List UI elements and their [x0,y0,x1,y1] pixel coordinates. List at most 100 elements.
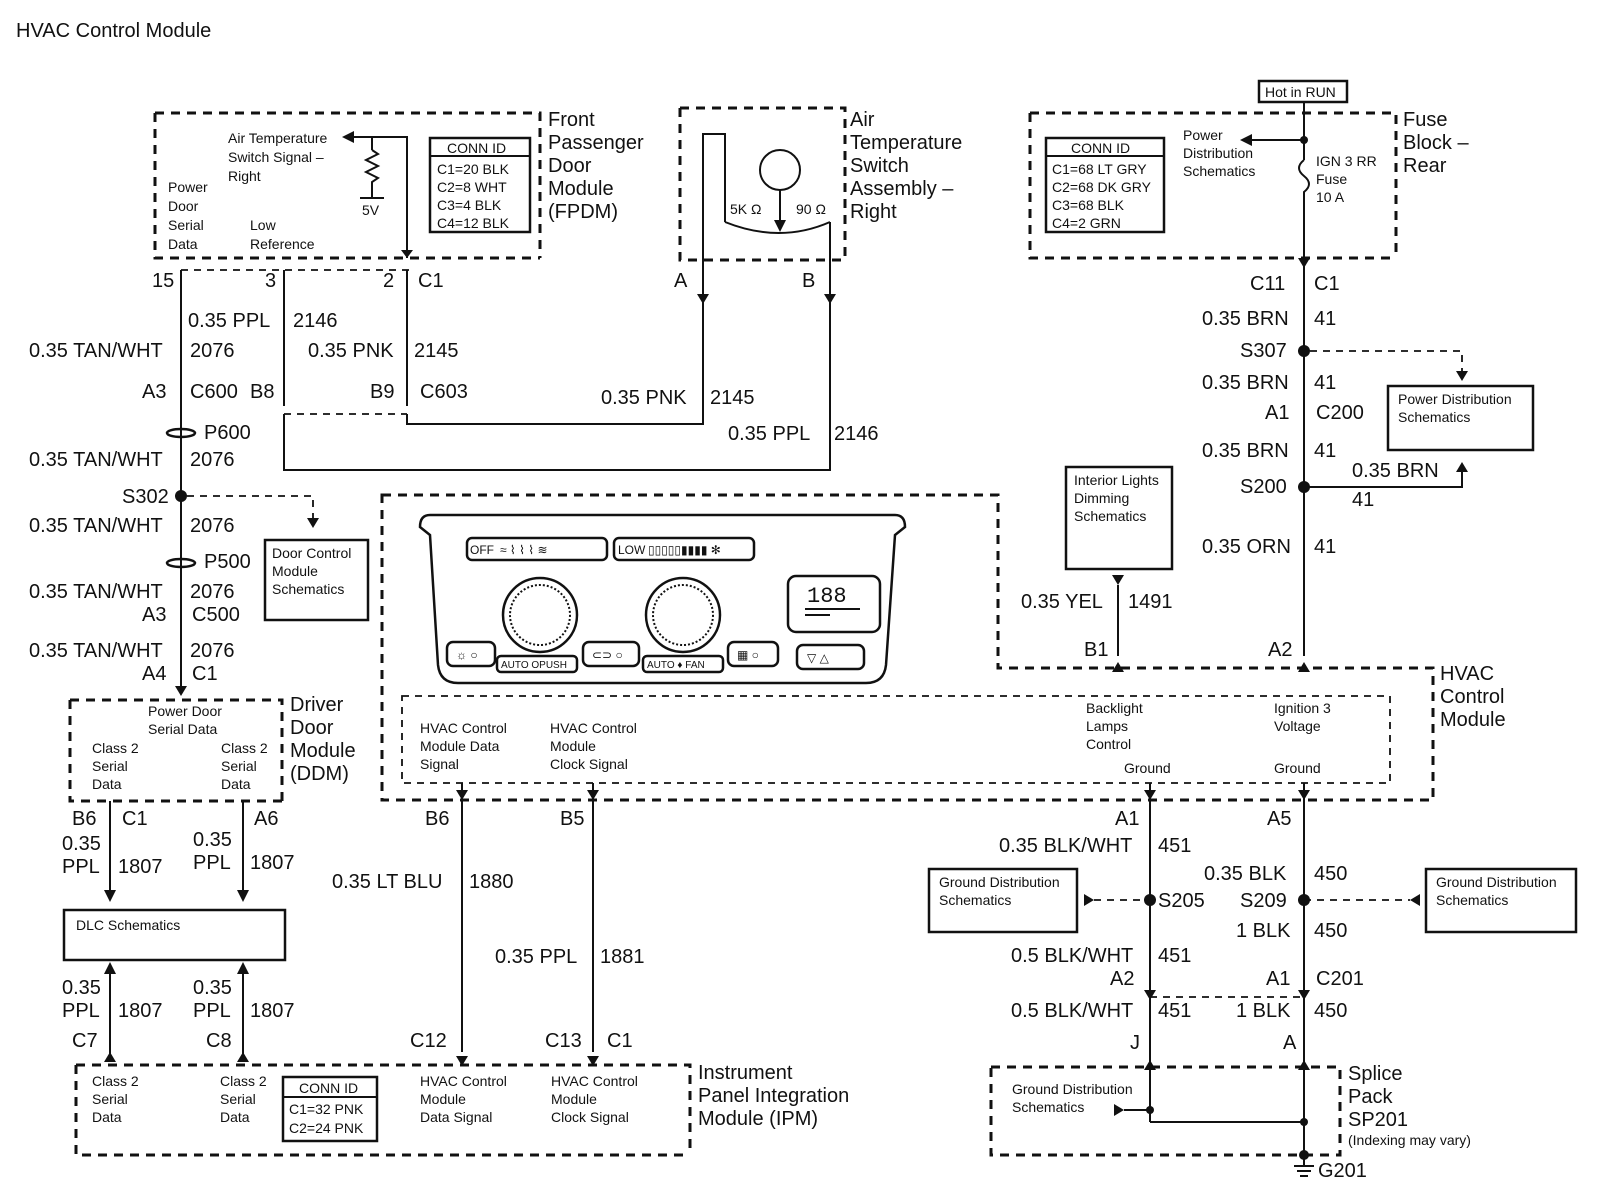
p500-connector-icon [165,557,197,569]
wire-brn-4: 0.35 BRN [1352,460,1439,482]
wire-41-2: 41 [1314,372,1336,394]
ddm-pds-2: Serial Data [148,721,217,737]
fuse-name-1: Fuse [1403,109,1447,131]
splice-gds-2: Schematics [1012,1099,1084,1115]
fpdm-name-3: Door [548,155,592,177]
page-title: HVAC Control Module [16,20,211,42]
dcm-label-1: Door Control [272,545,351,561]
svg-text:⊂⊃ ○: ⊂⊃ ○ [592,648,623,662]
wire-blk-2: 1 BLK [1236,920,1291,942]
wire-451-3: 451 [1158,1000,1191,1022]
panel-auto-opush: AUTO OPUSH [501,660,567,671]
gds-right-2: Schematics [1436,892,1508,908]
ild-label-1: Interior Lights [1074,472,1159,488]
hvac-clk-2: Module [550,738,596,754]
temp-knob-icon [501,576,579,654]
ipm-conn-1: C1=32 PNK [289,1101,364,1117]
wire-ppl2-label: 0.35 PPL [728,423,810,445]
fuse-conn-2: C2=68 DK GRY [1052,179,1152,195]
wire-1491: 1491 [1128,591,1173,613]
ddm-name-1: Driver [290,694,344,716]
ats-knob-icon [759,149,801,191]
conn-a4: A4 [142,663,166,685]
gds-right-box [1424,867,1578,934]
hvac-data-3: Signal [420,756,459,772]
fuse-pd-3: Schematics [1183,163,1255,179]
ddm-c2a-3: Data [92,776,122,792]
wire-brn-2: 0.35 BRN [1202,372,1289,394]
auto-opush-button [495,654,579,674]
wire-2145-label: 2145 [414,340,459,362]
fuse-label-2: Fuse [1316,171,1347,187]
hvac-a1: A1 [1115,808,1139,830]
splice-note: (Indexing may vary) [1348,1132,1471,1148]
fpdm-pd-3: Serial [168,217,204,233]
conn-a1-g: A1 [1266,968,1290,990]
ipm-c2a-2: Serial [92,1091,128,1107]
wire-blkwht-1: 0.35 BLK/WHT [999,835,1132,857]
dcm-label-2: Module [272,563,318,579]
conn-j: J [1130,1032,1140,1054]
ddm-b6: B6 [72,808,96,830]
dlc-w2a: 0.35 [193,977,232,999]
ild-label-2: Dimming [1074,490,1129,506]
conn-s209: S209 [1240,890,1287,912]
right-power-trunk: 0.35 BRN 41 S307 Power Distribution Sche… [1021,270,1535,672]
fpdm-conn-box [428,136,532,234]
hvac-ign-1: Ignition 3 [1274,700,1331,716]
ats-name-2: Temperature [850,132,962,154]
wire-450-1: 450 [1314,863,1347,885]
ipm-conn-box [281,1075,379,1143]
panel-auto-fan: AUTO ♦ FAN [647,660,705,671]
s205-splice [1144,894,1156,906]
wire-450-2: 450 [1314,920,1347,942]
ipm-data-3: Data Signal [420,1109,492,1125]
ipm-conn-2: C2=24 PNK [289,1120,364,1136]
dcm-label-3: Schematics [272,581,344,597]
hvac-b5: B5 [560,808,584,830]
hvac-data-2: Module Data [420,738,500,754]
dlc-n2: 1807 [250,1000,295,1022]
hvac-name-3: Module [1440,709,1506,731]
fuse-name-3: Rear [1403,155,1447,177]
hvac-name-1: HVAC [1440,663,1494,685]
fuse-pd-2: Distribution [1183,145,1253,161]
conn-p500: P500 [204,551,251,573]
ipm-name-1: Instrument [698,1062,793,1084]
hvac-b1: B1 [1084,639,1108,661]
hvac-backlight-1: Backlight [1086,700,1143,716]
conn-p600: P600 [204,422,251,444]
fuse-conn-4: C4=2 GRN [1052,215,1121,231]
fan-knob-icon [644,576,722,654]
ddm-n2: 1807 [250,852,295,874]
fpdm-pin-2: 2 [383,270,394,292]
wire-yel: 0.35 YEL [1021,591,1103,613]
fpdm-signal-1: Air Temperature [228,130,328,146]
wire-ppl-label: 0.35 PPL [188,310,270,332]
ipm-clk-2: Module [551,1091,597,1107]
ddm-c2a-1: Class 2 [92,740,139,756]
ipm-data-1: HVAC Control [420,1073,507,1089]
hot-in-run: Hot in RUN [1265,84,1336,100]
fpdm-conn-title: CONN ID [447,140,506,156]
fuse-name-2: Block – [1403,132,1469,154]
dlc-c8: C8 [206,1030,232,1052]
conn-s307: S307 [1240,340,1287,362]
fuse-label-3: 10 A [1316,189,1345,205]
wire-tan-2: 0.35 TAN/WHT [29,449,163,471]
hvac-name-2: Control [1440,686,1504,708]
hvac-backlight-2: Lamps [1086,718,1128,734]
ddm-a6: A6 [254,808,278,830]
gds-left-1: Ground Distribution [939,874,1060,890]
conn-c1: C1 [192,663,218,685]
ddm-module: Driver Door Module (DDM) Power Door Seri… [62,694,356,902]
gds-left-2: Schematics [939,892,1011,908]
ipm-module: Instrument Panel Integration Module (IPM… [74,1030,849,1157]
ats-pin-b: B [802,270,815,292]
wire-blk-1: 0.35 BLK [1204,863,1287,885]
g201-ground-icon [1299,1150,1309,1160]
fpdm-module: Front Passenger Door Module (FPDM) Air T… [152,109,644,292]
fuse-conn-box [1044,136,1166,234]
ats-name-4: Assembly – [850,178,954,200]
